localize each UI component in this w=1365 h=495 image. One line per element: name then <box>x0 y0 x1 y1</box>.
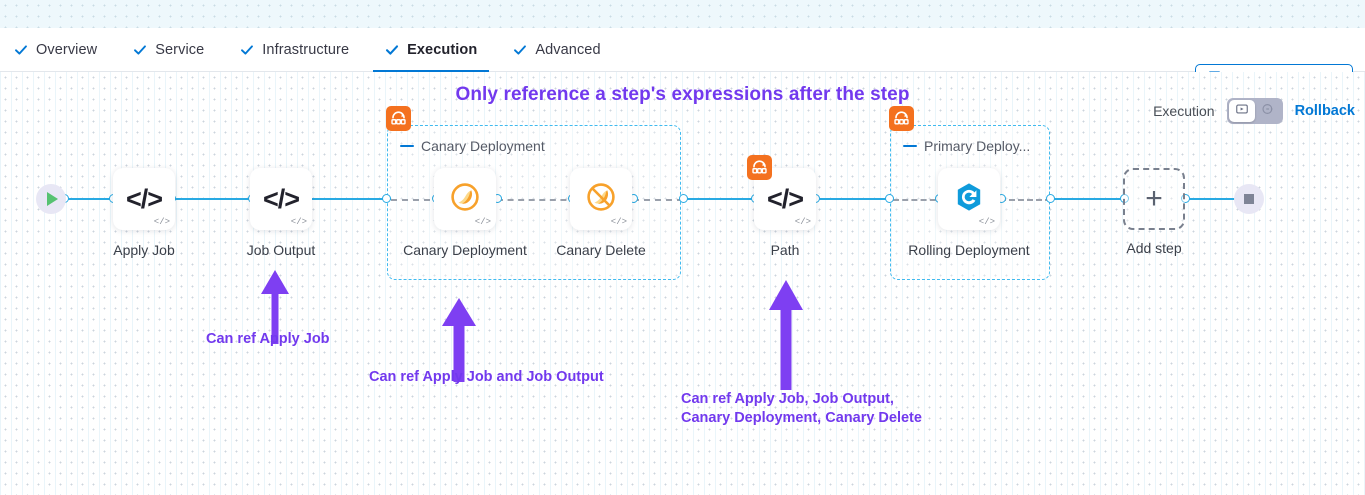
annotation-arrow-canary-deployment <box>442 298 476 382</box>
tab-label: Service <box>155 42 205 58</box>
tab-label: Overview <box>36 42 98 58</box>
rollback-link[interactable]: Rollback <box>1294 103 1355 119</box>
stop-icon <box>1244 194 1254 204</box>
port-add-step-out[interactable] <box>1181 194 1190 203</box>
code-icon: </> <box>766 183 804 214</box>
execution-view-icon <box>1235 102 1249 121</box>
check-icon <box>14 43 28 57</box>
tab-label: Infrastructure <box>262 42 350 58</box>
toggle-execution-option[interactable] <box>1228 100 1255 122</box>
link-primary-in-to-rolling <box>893 199 945 201</box>
deployment-group-icon <box>386 106 411 131</box>
execution-label: Execution <box>1153 103 1215 119</box>
code-icon: </> <box>125 183 163 214</box>
code-type-indicator: </> <box>474 217 491 227</box>
rollback-view-icon <box>1261 102 1275 121</box>
group-primary-deployment-title-row[interactable]: Primary Deploy... <box>903 138 1030 154</box>
node-canary-deployment[interactable]: </> <box>434 168 496 230</box>
code-icon: </> <box>262 183 300 214</box>
port-canary-group-out[interactable] <box>679 194 688 203</box>
annotation-canary-deployment: Can ref Apply Job and Job Output <box>369 369 604 385</box>
node-canary-delete[interactable]: </> <box>570 168 632 230</box>
group-canary-deployment-title-row[interactable]: Canary Deployment <box>400 138 545 154</box>
node-apply-job[interactable]: </> </> <box>113 168 175 230</box>
stage-tab-bar: Overview Service Infrastructure Executio… <box>0 28 1365 92</box>
annotation-arrow-job-output <box>261 270 289 344</box>
check-icon <box>133 43 147 57</box>
tab-service[interactable]: Service <box>133 28 222 72</box>
link-start-to-apply-job <box>64 198 118 200</box>
node-rolling-deployment-label: Rolling Deployment <box>908 242 1030 258</box>
node-apply-job-label: Apply Job <box>113 242 175 258</box>
collapse-icon[interactable] <box>400 144 414 148</box>
node-canary-deployment-label: Canary Deployment <box>403 242 527 258</box>
annotation-job-output: Can ref Apply Job <box>206 331 330 347</box>
link-canary-deployment-to-canary-delete <box>497 199 577 201</box>
start-node[interactable] <box>36 184 66 214</box>
canary-bird-delete-icon <box>584 180 618 219</box>
tab-label: Execution <box>407 42 478 58</box>
end-node[interactable] <box>1234 184 1264 214</box>
execution-view-toolbar: Execution <box>1153 98 1355 124</box>
play-icon <box>47 192 58 206</box>
collapse-icon[interactable] <box>903 144 917 148</box>
check-icon <box>385 43 399 57</box>
code-type-indicator: </> <box>794 217 811 227</box>
deployment-group-icon <box>747 155 772 180</box>
node-path[interactable]: </> </> <box>747 155 816 230</box>
link-group-to-path <box>681 198 756 200</box>
check-icon <box>513 43 527 57</box>
node-canary-delete-label: Canary Delete <box>556 242 646 258</box>
add-step-button[interactable]: + <box>1123 168 1185 230</box>
link-job-output-to-group <box>307 198 391 200</box>
plus-icon: + <box>1145 182 1163 215</box>
canary-bird-icon <box>448 180 482 219</box>
annotation-path: Can ref Apply Job, Job Output, Canary De… <box>681 391 922 426</box>
annotation-arrow-path <box>769 280 803 390</box>
node-path-label: Path <box>770 242 800 258</box>
port-primary-group-out[interactable] <box>1046 194 1055 203</box>
code-type-indicator: </> <box>610 217 627 227</box>
link-apply-job-to-job-output <box>171 198 253 200</box>
link-add-step-to-end <box>1185 198 1245 200</box>
pipeline-graph: Canary Deployment Primary Deploy... <box>0 72 1365 495</box>
tab-infrastructure[interactable]: Infrastructure <box>240 28 367 72</box>
tab-overview[interactable]: Overview <box>14 28 115 72</box>
tab-execution[interactable]: Execution <box>373 28 495 73</box>
code-type-indicator: </> <box>290 217 307 227</box>
add-step-label: Add step <box>1126 240 1182 256</box>
tab-advanced[interactable]: Advanced <box>513 28 618 72</box>
port-primary-group-in[interactable] <box>885 194 894 203</box>
banner-title: Only reference a step's expressions afte… <box>455 84 910 105</box>
tab-label: Advanced <box>535 42 601 58</box>
execution-rollback-toggle[interactable] <box>1226 98 1283 124</box>
tab-list: Overview Service Infrastructure Executio… <box>14 28 637 73</box>
link-path-to-primary-group <box>815 198 893 200</box>
code-type-indicator: </> <box>153 217 170 227</box>
check-icon <box>240 43 254 57</box>
node-rolling-deployment[interactable]: </> <box>938 168 1000 230</box>
group-title-label: Canary Deployment <box>421 138 545 154</box>
top-dotted-strip <box>0 0 1365 28</box>
port-canary-group-in[interactable] <box>382 194 391 203</box>
link-rolling-to-primary-out <box>1000 199 1051 201</box>
node-job-output-label: Job Output <box>246 242 316 258</box>
toggle-rollback-option[interactable] <box>1255 100 1281 122</box>
rolling-deploy-icon <box>953 181 985 218</box>
link-canary-delete-to-group-out <box>633 199 683 201</box>
link-group-in-to-canary-deployment <box>391 199 441 201</box>
link-primary-group-to-add-step <box>1049 198 1125 200</box>
deployment-group-icon <box>889 106 914 131</box>
node-job-output[interactable]: </> </> <box>250 168 312 230</box>
group-title-label: Primary Deploy... <box>924 138 1031 154</box>
pipeline-canvas[interactable]: Only reference a step's expressions afte… <box>0 72 1365 495</box>
code-type-indicator: </> <box>978 217 995 227</box>
